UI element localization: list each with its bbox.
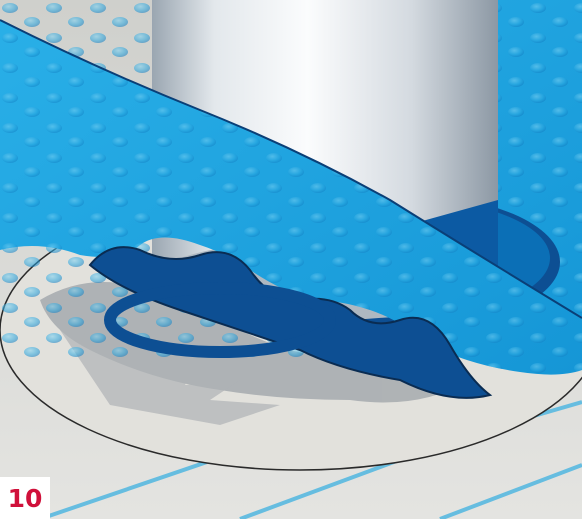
step-number: 10	[0, 477, 50, 519]
